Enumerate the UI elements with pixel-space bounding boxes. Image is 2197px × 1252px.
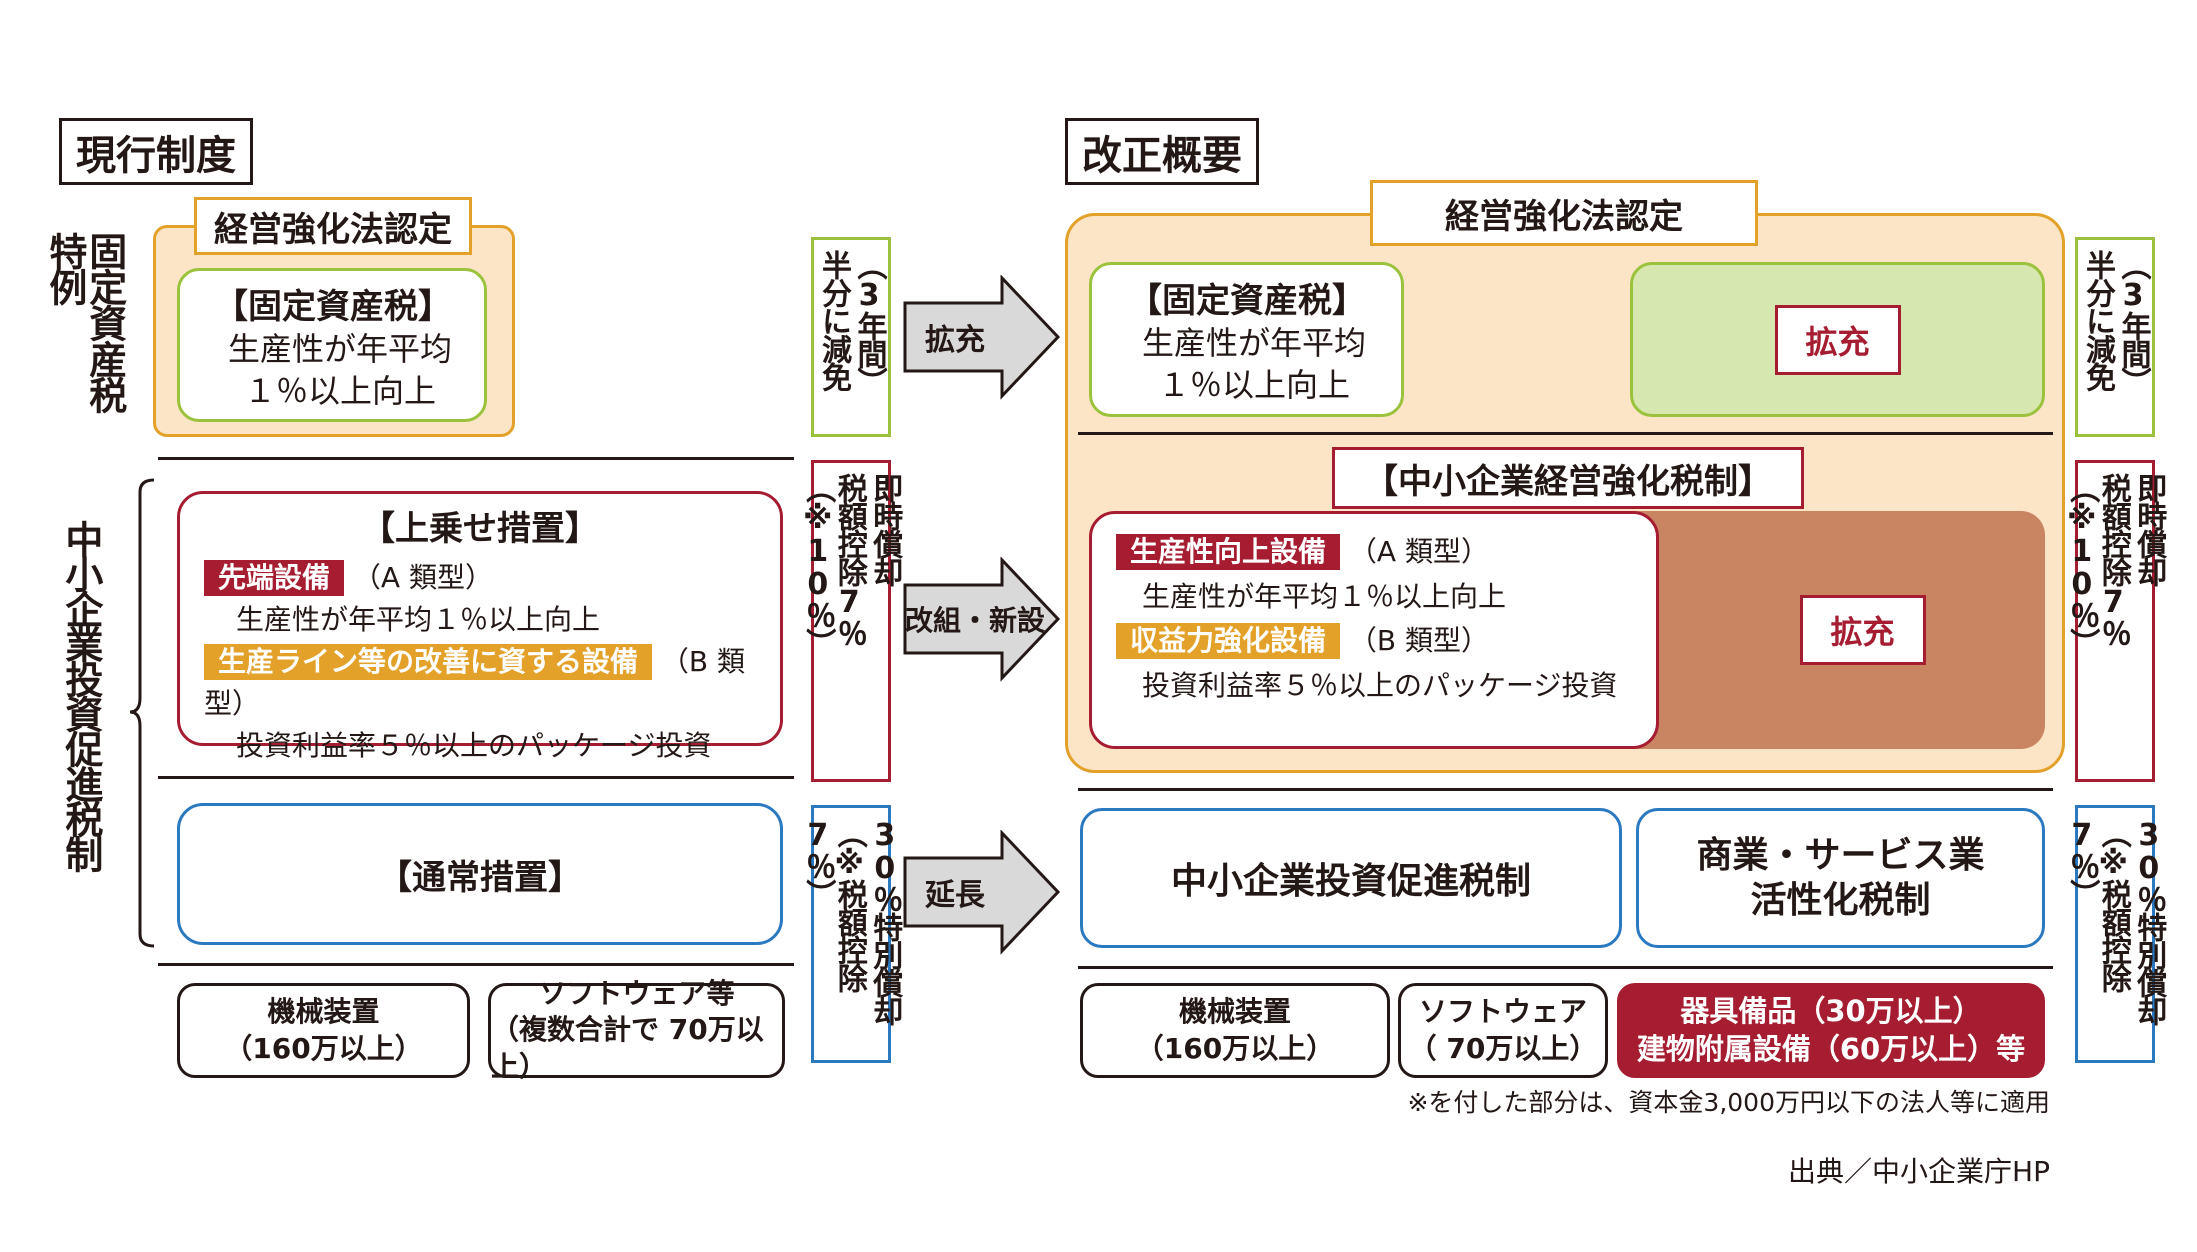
arrow-reorganize bbox=[903, 557, 1061, 682]
current-surcharge-box: 【上乗せ措置】 先端設備 （A 類型） 生産性が年平均１％以上向上 生産ライン等… bbox=[177, 491, 783, 762]
current-software-box: ソフトウェア等 （複数合計で 70万以上） bbox=[488, 977, 785, 1083]
revised-desc-b: 投資利益率５％以上のパッケージ投資 bbox=[1142, 668, 1618, 702]
current-divider-3 bbox=[158, 963, 794, 966]
revised-sme-box: 生産性向上設備 （A 類型） 生産性が年平均１％以上向上 収益力強化設備 （B … bbox=[1089, 511, 1659, 749]
current-machinery-line1: 機械装置 bbox=[267, 995, 380, 1029]
revised-software-line1: ソフトウェア bbox=[1418, 995, 1587, 1029]
revised-equipment-box: 器具備品（30万以上） 建物附属設備（60万以上）等 bbox=[1617, 983, 2045, 1078]
side-immediate-col1: 即時償却 bbox=[867, 473, 903, 585]
fixed-asset-special-text: 固定資産税特例 bbox=[42, 232, 127, 412]
revised-expand-green-badge: 拡充 bbox=[1774, 304, 1901, 375]
side-note-special: 30％特別償却 （※税額控除7％） bbox=[800, 805, 902, 1063]
current-system-title: 現行制度 bbox=[59, 118, 253, 185]
side-special-col1: 30％特別償却 bbox=[867, 818, 903, 1024]
current-machinery-line2: （160万以上） bbox=[224, 1031, 423, 1065]
revised-side-special-col1: 30％特別償却 bbox=[2131, 818, 2167, 1024]
revised-equipment-line1: 器具備品（30万以上） bbox=[1680, 993, 1982, 1028]
revised-type-b: （B 類型） bbox=[1348, 624, 1490, 658]
current-certification-text: 経営強化法認定 bbox=[214, 209, 452, 250]
revised-software-line2: （ 70万以上） bbox=[1408, 1031, 1598, 1065]
revised-side-note-special: 30％特別償却 （※税額控除7％） bbox=[2064, 805, 2166, 1063]
revised-side-half-col1: （3年間） bbox=[2115, 250, 2151, 395]
side-note-half-reduction: （3年間） 半分に減免 bbox=[811, 237, 891, 437]
revised-divider-1 bbox=[1078, 432, 2053, 435]
arrow-extend bbox=[903, 830, 1061, 955]
side-special-col2: （※税額控除7％） bbox=[800, 818, 867, 991]
revised-side-half-col2: 半分に減免 bbox=[2080, 250, 2115, 390]
current-normal-box: 【通常措置】 bbox=[177, 803, 783, 945]
current-software-line1: ソフトウェア等 bbox=[538, 976, 735, 1010]
commerce-service-line1: 商業・サービス業 bbox=[1696, 835, 1985, 876]
revised-equipment-line2: 建物附属設備（60万以上）等 bbox=[1636, 1031, 2026, 1066]
current-type-a: （A 類型） bbox=[352, 561, 493, 594]
revised-expand-brown-badge: 拡充 bbox=[1799, 595, 1926, 665]
revised-fixed-asset-line1: 生産性が年平均 bbox=[1142, 324, 1367, 363]
fixed-asset-special-label: 固定資産税特例 bbox=[42, 232, 134, 432]
arrow-extend-label: 延長 bbox=[925, 878, 985, 913]
source-credit: 出典／中小企業庁HP bbox=[1788, 1155, 2050, 1188]
revised-divider-2 bbox=[1078, 788, 2053, 791]
current-fixed-asset-line1: 生産性が年平均 bbox=[228, 330, 453, 369]
revised-type-a: （A 類型） bbox=[1348, 535, 1489, 568]
revised-tag-b: 収益力強化設備 bbox=[1116, 623, 1341, 660]
current-normal-text: 【通常措置】 bbox=[378, 857, 582, 898]
sme-management-tax-text: 【中小企業経営強化税制】 bbox=[1364, 461, 1772, 502]
revised-divider-3 bbox=[1078, 966, 2053, 969]
current-desc-a: 生産性が年平均１％以上向上 bbox=[236, 603, 601, 636]
sme-management-tax-label: 【中小企業経営強化税制】 bbox=[1332, 447, 1804, 509]
current-fixed-asset-line2: １％以上向上 bbox=[244, 371, 437, 410]
arrow-reorganize-label: 改組・新設 bbox=[905, 604, 1046, 637]
commerce-service-line2: 活性化税制 bbox=[1750, 880, 1931, 921]
revised-fixed-asset-line2: １％以上向上 bbox=[1158, 365, 1351, 404]
revised-expand-brown-text: 拡充 bbox=[1830, 613, 1895, 651]
revised-side-immediate-col2: 税額控除7％（※10％） bbox=[2064, 473, 2131, 656]
side-immediate-col2: 税額控除7％（※10％） bbox=[800, 473, 867, 656]
revised-machinery-line1: 機械装置 bbox=[1178, 995, 1291, 1029]
current-tag-a: 先端設備 bbox=[204, 560, 345, 596]
revised-investment-promo-text: 中小企業投資促進税制 bbox=[1170, 861, 1531, 902]
revised-side-special-col2: （※税額控除7％） bbox=[2064, 818, 2131, 991]
footnote: ※を付した部分は、資本金3,000万円以下の法人等に適用 bbox=[1407, 1088, 2050, 1117]
current-type-b: （B 類型） bbox=[204, 645, 746, 720]
side-note-immediate: 即時償却 税額控除7％（※10％） bbox=[800, 460, 902, 782]
revised-certification-text: 経営強化法認定 bbox=[1445, 196, 1683, 237]
current-divider-2 bbox=[158, 776, 794, 779]
revised-certification-label: 経営強化法認定 bbox=[1370, 180, 1758, 246]
current-system-title-text: 現行制度 bbox=[76, 132, 236, 179]
revised-fixed-asset-box: 【固定資産税】 生産性が年平均 １％以上向上 bbox=[1089, 262, 1404, 417]
current-tag-b: 生産ライン等の改善に資する設備 bbox=[204, 644, 653, 680]
revised-side-note-half-reduction: （3年間） 半分に減免 bbox=[2075, 237, 2155, 437]
revised-software-box: ソフトウェア （ 70万以上） bbox=[1398, 983, 1608, 1078]
current-fixed-asset-heading: 【固定資産税】 bbox=[214, 287, 452, 327]
commerce-service-box: 商業・サービス業 活性化税制 bbox=[1636, 808, 2045, 948]
revised-machinery-box: 機械装置 （160万以上） bbox=[1080, 983, 1390, 1078]
current-surcharge-heading: 【上乗せ措置】 bbox=[361, 509, 599, 549]
revised-expand-green: 拡充 bbox=[1630, 262, 2045, 417]
revised-side-note-immediate: 即時償却 税額控除7％（※10％） bbox=[2064, 460, 2166, 782]
current-desc-b: 投資利益率５％以上のパッケージ投資 bbox=[236, 729, 712, 762]
current-software-line2: （複数合計で 70万以上） bbox=[491, 1013, 764, 1083]
arrow-expand-label: 拡充 bbox=[925, 323, 985, 358]
current-divider-1 bbox=[158, 457, 794, 460]
revised-machinery-line2: （160万以上） bbox=[1135, 1031, 1335, 1065]
current-machinery-box: 機械装置 （160万以上） bbox=[177, 983, 470, 1078]
investment-promo-label: 中小企業投資促進税制 bbox=[58, 520, 120, 920]
side-half-col2: 半分に減免 bbox=[816, 250, 851, 390]
revised-side-immediate-col1: 即時償却 bbox=[2131, 473, 2167, 585]
revised-expand-green-text: 拡充 bbox=[1805, 322, 1870, 361]
revised-title: 改正概要 bbox=[1065, 118, 1259, 185]
investment-promo-text: 中小企業投資促進税制 bbox=[58, 520, 103, 870]
revised-investment-promo-box: 中小企業投資促進税制 bbox=[1080, 808, 1622, 948]
revised-desc-a: 生産性が年平均１％以上向上 bbox=[1142, 579, 1507, 613]
side-half-col1: （3年間） bbox=[851, 250, 887, 395]
current-fixed-asset-box: 【固定資産税】 生産性が年平均 １％以上向上 bbox=[177, 268, 487, 422]
current-certification-label: 経営強化法認定 bbox=[194, 197, 472, 255]
current-bracket bbox=[129, 478, 155, 948]
arrow-expand bbox=[903, 275, 1061, 400]
revised-fixed-asset-heading: 【固定資産税】 bbox=[1128, 281, 1366, 321]
revised-tag-a: 生産性向上設備 bbox=[1116, 534, 1341, 570]
revised-title-text: 改正概要 bbox=[1082, 132, 1242, 179]
